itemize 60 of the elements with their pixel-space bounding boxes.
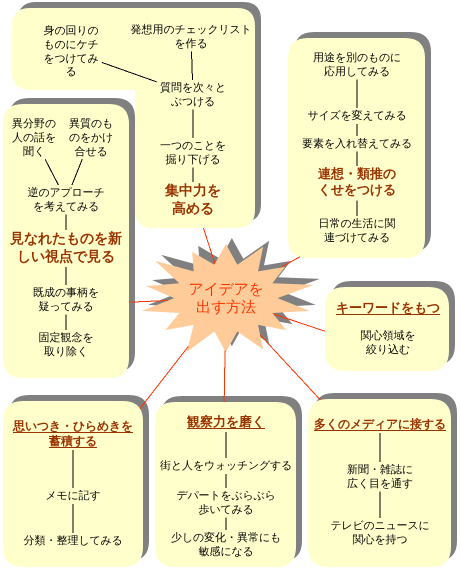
connector-line (192, 109, 194, 138)
connector-line (280, 256, 300, 268)
connector-line (356, 200, 358, 216)
connector-line (192, 167, 194, 182)
connector-line (225, 432, 226, 458)
tip-text: 異質のものをかけ合せる (66, 116, 116, 160)
connector-line (224, 350, 226, 402)
tip-text: 質問を次々とぶつける (156, 80, 230, 110)
method-heading: 見なれたものを新しい視点で見る (6, 230, 126, 267)
rounded-panel (3, 98, 135, 378)
tip-text: 既成の事柄を疑ってみる (30, 285, 102, 314)
method-heading: 連想・類推のくせをつける (314, 166, 400, 200)
connector-line (356, 123, 358, 136)
connector-line (272, 313, 326, 332)
tip-text: 少しの変化・異常にも敏感になる (168, 530, 284, 560)
connector-line (225, 473, 226, 488)
connector-line (225, 517, 226, 530)
method-heading: 観察力を磨く (183, 414, 269, 432)
rounded-panel (308, 393, 457, 567)
rounded-panel (155, 396, 302, 567)
connector-line (356, 79, 358, 108)
tip-text: 固定観念を取り除く (35, 330, 97, 360)
connector-line (72, 450, 74, 488)
tip-text: 発想用のチェックリストを作る (127, 22, 255, 52)
tip-text: 逆のアプローチを考えてみる (24, 185, 108, 214)
connector-line (202, 228, 216, 264)
tip-text: 新聞・雑誌に広く目を通す (344, 462, 416, 492)
connector-line (356, 151, 358, 166)
method-heading: 多くのメディアに接する (310, 416, 450, 433)
tip-text: テレビのニュースに関心を持つ (327, 518, 433, 548)
connector-line (44, 158, 59, 186)
tip-text: デパートをぶらぶら歩いてみる (173, 488, 279, 518)
method-heading: キーワードをもつ (332, 300, 444, 318)
tip-text: 用途を別のものに応用してみる (310, 50, 404, 80)
connector-line (379, 491, 380, 518)
connector-line (71, 158, 83, 186)
connector-line (379, 432, 380, 462)
connector-line (139, 346, 189, 410)
tip-text: 身の回りのものにケチをつけてみる (40, 23, 102, 80)
tip-text: メモに記す (42, 488, 104, 504)
tip-text: 関心領域を絞り込む (357, 328, 419, 358)
tip-text: 要素を入れ替えてみる (298, 136, 416, 152)
connector-line (65, 214, 66, 230)
method-heading: 思いつき・ひらめきを蓄積する (9, 418, 137, 450)
method-heading: 集中力を高める (160, 182, 226, 219)
connector-line (65, 314, 66, 330)
tip-text: 一つのことを掘り下げる (156, 138, 230, 168)
tip-text: 異分野の人の話を聞く (8, 116, 60, 160)
connector-line (101, 62, 158, 82)
tip-text: 街と人をウォッチングする (156, 458, 296, 474)
tip-text: 分類・整理してみる (20, 533, 126, 549)
rounded-panel (3, 395, 149, 567)
tip-text: サイズを変えてみる (304, 108, 410, 124)
connector-line (128, 300, 169, 303)
rounded-panel (288, 32, 431, 258)
connector-line (72, 503, 74, 534)
rounded-panel (325, 281, 455, 371)
connector-line (191, 51, 193, 80)
connector-line (260, 334, 321, 400)
connector-line (65, 266, 66, 286)
